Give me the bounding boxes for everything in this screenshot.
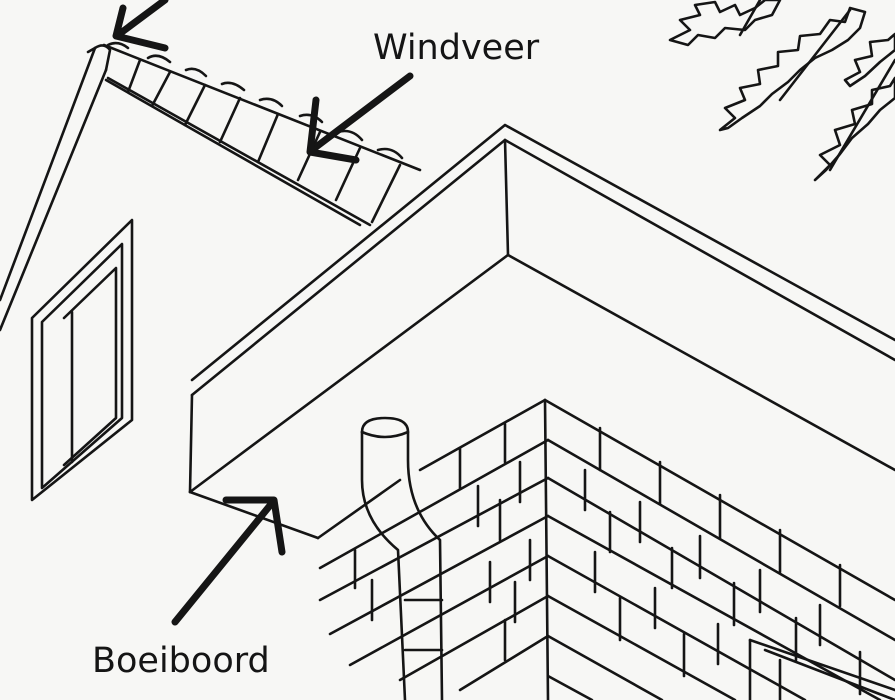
windveer-label: Windveer (373, 31, 539, 66)
boeiboord-label: Boeiboord (92, 644, 270, 679)
